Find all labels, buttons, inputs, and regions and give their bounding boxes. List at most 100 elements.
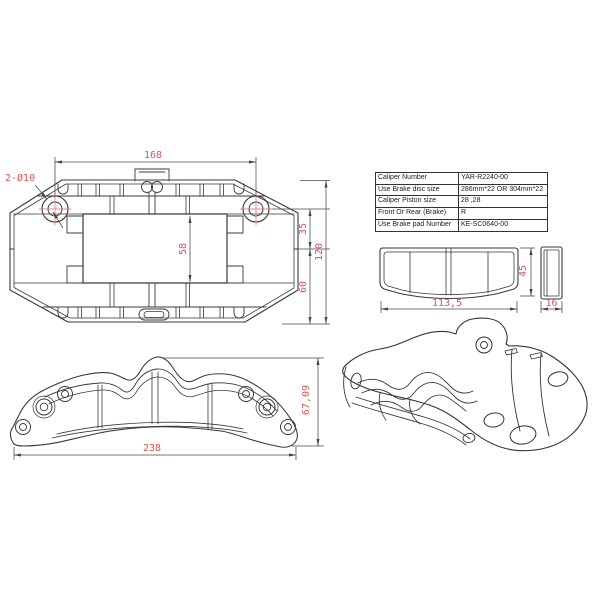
spec-value: 28 ,28 (458, 195, 548, 209)
pad-view-dimensions (380, 247, 563, 313)
dim-1135: 113,5 (432, 298, 462, 309)
spec-value: 286mm*22 OR 304mm*22 (458, 183, 548, 197)
bolt-hole (57, 386, 73, 402)
spec-table: Caliper Number YAR-R2240-00 Use Brake di… (375, 172, 548, 232)
side-view-dimensions (13, 357, 324, 460)
dim-35: 35 (298, 223, 309, 235)
bolt-hole-inner (61, 390, 69, 398)
iso-bridge-wave-2 (361, 382, 478, 404)
side-view-outline (9, 356, 298, 448)
top-view-outline (9, 179, 299, 323)
pad-outline (379, 247, 519, 300)
iso-bottom-lip-1 (355, 396, 471, 440)
hole-centerlines (38, 192, 273, 226)
bolt-hole (280, 419, 296, 435)
ext-lines-168 (54, 157, 257, 197)
spec-row: Caliper Piston size 28 ,28 (375, 195, 548, 209)
bridge-wave-2 (48, 376, 274, 417)
top-view-band-lines (9, 195, 299, 308)
leader-hole-callout-2 (52, 211, 64, 229)
iso-hole-lower-mid (483, 412, 505, 428)
bleed-boss-right (151, 181, 163, 193)
pad-side-inner (543, 249, 560, 297)
spec-label: Use Brake disc size (375, 183, 459, 197)
bolt-hole-inner (262, 402, 272, 412)
iso-feet (378, 392, 421, 425)
bolt-boss (32, 395, 56, 419)
dim-60: 60 (298, 281, 309, 293)
dim-hole-callout: 2-Ø10 (5, 172, 35, 184)
iso-bridge-wave-1 (357, 372, 474, 394)
spec-row: Caliper Number YAR-R2240-00 (375, 172, 548, 185)
bottom-slot-oval (138, 308, 170, 321)
iso-ear-hole (475, 336, 493, 354)
iso-left-hole (350, 372, 362, 390)
spec-value: YAR-R2240-00 (458, 172, 548, 185)
bolt-hole (15, 419, 31, 435)
top-view-dim-text: 168 2-Ø10 58 35 60 120 (5, 150, 325, 293)
spec-row: Use Brake pad Number KE-SC0640-00 (375, 218, 548, 232)
spec-label: Use Brake pad Number (375, 218, 459, 232)
bolt-hole-inner (19, 423, 27, 431)
side-view (9, 356, 298, 448)
spec-label: Front Or Rear (Brake) (375, 207, 459, 220)
ext-lines-16 (540, 301, 563, 313)
dim-238: 238 (143, 443, 161, 454)
band-u-slots (57, 183, 245, 319)
bolt-hole (238, 386, 254, 402)
bleed-boss-left (141, 181, 153, 193)
side-ribs (97, 371, 213, 430)
bridge-wave-1 (44, 368, 278, 412)
dim-168: 168 (144, 150, 162, 161)
iso-silhouette (342, 317, 588, 452)
bolt-hole-inner (242, 390, 250, 398)
spec-label: Caliper Number (375, 172, 459, 185)
ext-lines-45 (520, 247, 535, 297)
iso-hole-upper-right (547, 371, 569, 387)
pad-view (379, 246, 563, 300)
pad-side-outline (540, 246, 563, 300)
ext-lines-1135 (380, 301, 518, 313)
band-ribs-top (77, 183, 224, 197)
ext-lines-6709 (162, 357, 324, 447)
dim-6709: 67,09 (301, 385, 312, 415)
bolt-boss (255, 395, 279, 419)
spec-value: KE-SC0640-00 (458, 218, 548, 232)
mid-ribs (109, 195, 190, 308)
dim-120: 120 (314, 243, 325, 261)
iso-view (342, 317, 588, 452)
dim-16: 16 (545, 298, 557, 309)
spec-row: Front Or Rear (Brake) R (375, 207, 548, 220)
bolt-hole (35, 398, 53, 416)
bottom-slot-oval-inner (143, 311, 165, 318)
pad-guide-tabs (66, 215, 244, 284)
bolt-hole-inner (284, 423, 292, 431)
iso-body-seams (510, 348, 550, 437)
iso-bottom-lip-2 (351, 402, 467, 446)
leader-hole-callout (34, 184, 48, 200)
pad-slot-lines (13, 213, 295, 284)
top-view-inner-outline (13, 183, 295, 319)
iso-top-notches (504, 348, 543, 360)
spec-value: R (458, 207, 548, 220)
iso-hole-lower-right (509, 425, 537, 445)
iso-ear-hole-inner (480, 341, 488, 349)
pad-inner-outline (383, 251, 515, 295)
bolt-hole-inner (39, 402, 49, 412)
ext-lines-right (272, 180, 330, 325)
iso-bridge-wave-3 (370, 394, 467, 412)
top-view (9, 168, 299, 323)
bleed-fitting (134, 168, 170, 308)
iso-left-cap (343, 366, 351, 408)
pad-detail-lines (409, 247, 489, 296)
pad-window (82, 213, 228, 284)
bolt-hole (258, 398, 276, 416)
spec-row: Use Brake disc size 286mm*22 OR 304mm*22 (375, 183, 548, 197)
band-ribs-bottom (77, 306, 224, 319)
spec-label: Caliper Piston size (375, 195, 459, 209)
dim-45: 45 (518, 265, 529, 277)
top-view-dimensions (34, 157, 330, 325)
dim-58: 58 (178, 243, 189, 255)
